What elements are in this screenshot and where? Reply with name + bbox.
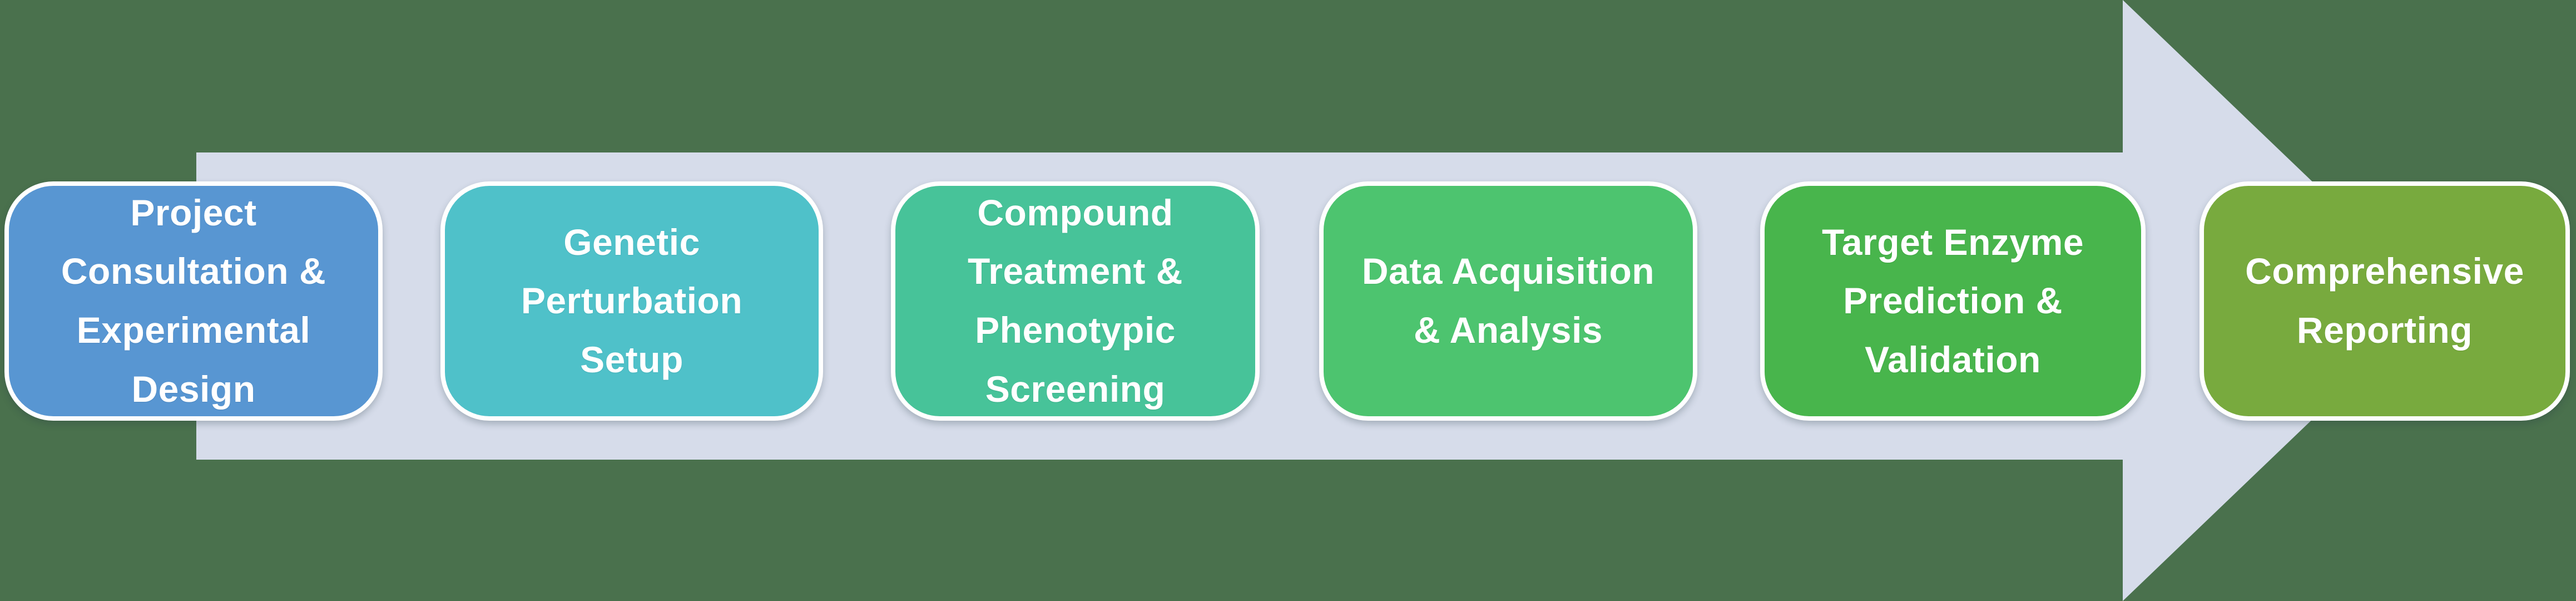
step-label: Target Enzyme Prediction & Validation [1821,221,2084,380]
step-label: Genetic Perturbation Setup [521,221,743,380]
step-box-target-enzyme: Target Enzyme Prediction & Validation [1760,181,2146,421]
step-box-genetic-perturbation: Genetic Perturbation Setup [440,181,823,421]
step-box-project-consultation: Project Consultation & Experimental Desi… [4,181,383,421]
step-box-compound-treatment: Compound Treatment & Phenotypic Screenin… [891,181,1260,421]
arrow-shape [196,0,2436,601]
step-label: Project Consultation & Experimental Desi… [61,191,326,410]
step-label: Data Acquisition & Analysis [1361,250,1655,351]
step-box-comprehensive-reporting: Comprehensive Reporting [2199,181,2570,421]
step-label: Compound Treatment & Phenotypic Screenin… [968,191,1183,410]
step-label: Comprehensive Reporting [2245,250,2524,351]
step-box-data-acquisition: Data Acquisition & Analysis [1319,181,1697,421]
